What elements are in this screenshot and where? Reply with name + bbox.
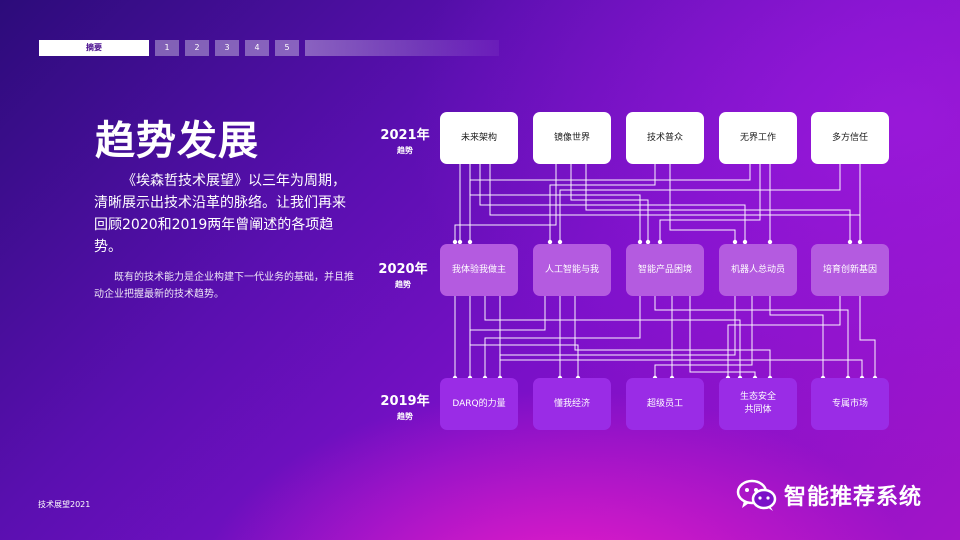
watermark-brand-text: 智能推荐系统: [784, 485, 923, 510]
intro-paragraph: 《埃森哲技术展望》以三年为周期，清晰展示出技术沿革的脉络。让我们再来回顾2020…: [94, 173, 346, 255]
year-label-2021: 2021年 趋势: [375, 124, 435, 156]
trend-2021-multiparty-trust: 多方信任: [811, 112, 889, 164]
year-label-2020: 2020年 趋势: [373, 258, 433, 290]
nav-page-2[interactable]: 2: [185, 40, 209, 56]
wechat-watermark: 智能推荐系统: [736, 478, 922, 512]
year-2021-text: 2021年: [380, 128, 430, 143]
trend-2021-borderless-work: 无界工作: [719, 112, 797, 164]
year-2019-text: 2019年: [380, 394, 430, 409]
trend-2021-mirrored-world: 镜像世界: [533, 112, 611, 164]
wechat-icon: [736, 479, 777, 511]
section-progress-bar: 摘要 1 2 3 4 5: [39, 40, 499, 56]
trend-2021-tech-for-all: 技术普众: [626, 112, 704, 164]
secondary-paragraph: 既有的技术能力是企业构建下一代业务的基础，并且推动企业把握最新的技术趋势。: [94, 272, 354, 300]
trend-2020-ai-and-me: 人工智能与我: [533, 244, 611, 296]
year-2021-suffix: 趋势: [397, 146, 413, 155]
year-2020-suffix: 趋势: [395, 280, 411, 289]
trend-2019-human-plus: 超级员工: [626, 378, 704, 430]
trend-2020-experience: 我体验我做主: [440, 244, 518, 296]
trend-2019-secure-ecosystem: 生态安全 共同体: [719, 378, 797, 430]
nav-page-4[interactable]: 4: [245, 40, 269, 56]
trend-2019-darq: DARQ的力量: [440, 378, 518, 430]
page-title: 趋势发展: [95, 118, 259, 164]
trend-2020-robots: 机器人总动员: [719, 244, 797, 296]
year-2020-text: 2020年: [378, 262, 428, 277]
trend-2019-know-me: 懂我经济: [533, 378, 611, 430]
nav-page-3[interactable]: 3: [215, 40, 239, 56]
trend-2019-my-markets: 专属市场: [811, 378, 889, 430]
trend-2021-future-architecture: 未来架构: [440, 112, 518, 164]
nav-page-5[interactable]: 5: [275, 40, 299, 56]
year-2019-suffix: 趋势: [397, 412, 413, 421]
nav-track-tail: [305, 40, 499, 56]
trend-2020-innovation-dna: 培育创新基因: [811, 244, 889, 296]
year-label-2019: 2019年 趋势: [375, 390, 435, 422]
trend-2020-smart-product-dilemma: 智能产品困境: [626, 244, 704, 296]
nav-tab-summary[interactable]: 摘要: [39, 40, 149, 56]
nav-page-1[interactable]: 1: [155, 40, 179, 56]
footer-label: 技术展望2021: [38, 500, 91, 509]
